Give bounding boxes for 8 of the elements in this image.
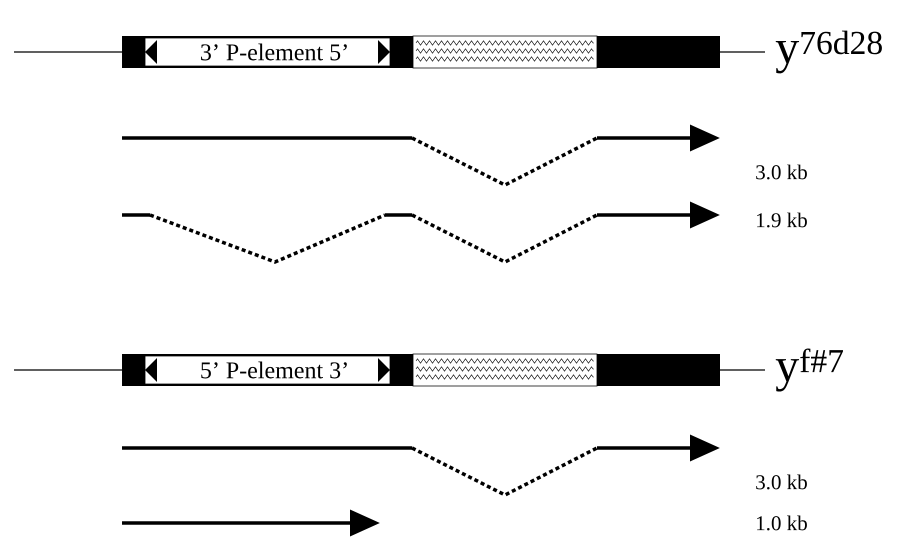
transcript-size-label: 3.0 kb <box>756 474 807 490</box>
p-element-box: 3’ P-element 5’ <box>144 38 390 66</box>
p-element-box: 5’ P-element 3’ <box>144 356 390 384</box>
transcript-size-label: 3.0 kb <box>756 164 807 180</box>
allele-label: y$^{f#7}$ <box>776 348 844 392</box>
transcript-size-label: 1.9 kb <box>757 212 807 228</box>
allele-label: y$^{76d28}$ <box>776 30 882 74</box>
transcript-size-label: 1.0 kb <box>757 516 807 530</box>
